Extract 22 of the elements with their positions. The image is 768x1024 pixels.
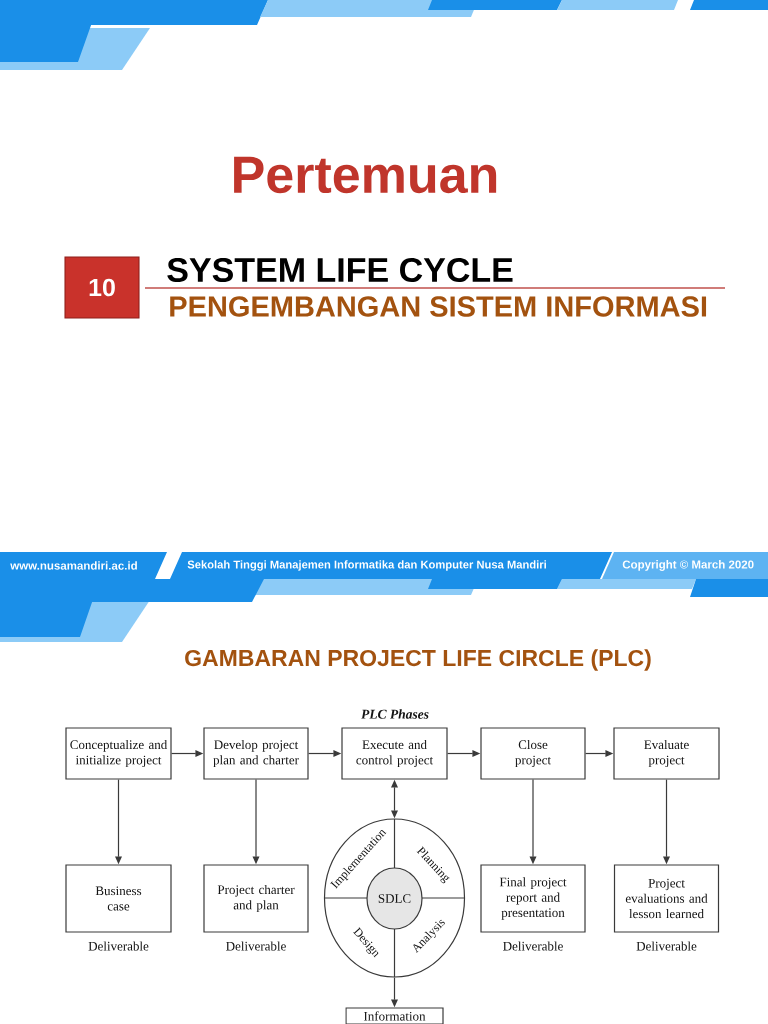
phase-box: Develop project plan and charter: [203, 727, 309, 780]
deliverable-box: Business case: [65, 864, 172, 933]
deliverable-box: Project charter and plan: [203, 864, 309, 933]
box-caption: Deliverable: [88, 941, 149, 951]
slide-title: GAMBARAN PROJECT LIFE CIRCLE (PLC): [185, 649, 651, 671]
deliverable-box: Project evaluations and lesson learned: [613, 864, 720, 933]
subheading: PENGEMBANGAN SISTEM INFORMASI: [170, 296, 707, 317]
box-caption: Deliverable: [636, 941, 697, 951]
phase-box: Execute and control project: [341, 727, 448, 780]
deliverable-box: Final project report and presentation: [480, 864, 586, 933]
footer-text: www.nusamandiri.ac.id: [10, 561, 137, 570]
number-badge: 10: [64, 256, 140, 319]
box-caption: Deliverable: [503, 941, 563, 951]
process-box: Information: [345, 1007, 444, 1024]
footer-text: Copyright © March 2020: [622, 560, 754, 571]
box-caption: Deliverable: [226, 941, 286, 951]
slide-title: Pertemuan: [234, 156, 497, 194]
phase-box: Evaluate project: [613, 727, 720, 780]
heading: SYSTEM LIFE CYCLE: [167, 257, 513, 283]
phase-box: Close project: [480, 727, 586, 780]
phase-box: Conceptualize and initialize project: [65, 727, 172, 780]
footer-text: Sekolah Tinggi Manajemen Informatika dan Komputer Nusa Mandiri: [187, 560, 546, 571]
